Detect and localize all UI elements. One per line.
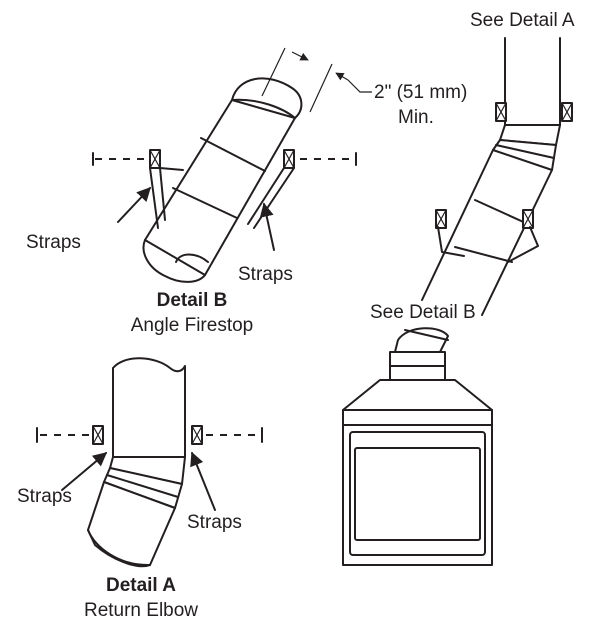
firestop-block-a-right bbox=[191, 425, 203, 445]
return-elbow bbox=[87, 456, 186, 568]
detail-b-drawing bbox=[92, 47, 372, 283]
clearance-dimension bbox=[261, 47, 372, 113]
angled-pipe bbox=[142, 77, 303, 283]
straps-arrow-a-right bbox=[190, 451, 216, 511]
firestop-block-right bbox=[283, 149, 295, 169]
clearance-min-label: Min. bbox=[398, 107, 434, 128]
firestop-block-a-left bbox=[92, 425, 104, 445]
fireplace-window bbox=[354, 447, 481, 541]
firestop-block-mid-right bbox=[522, 209, 534, 229]
clearance-label: 2" (51 mm) bbox=[374, 82, 467, 103]
strap-left bbox=[149, 167, 184, 229]
detail-a-drawing bbox=[36, 357, 263, 568]
straps-arrow-a-left bbox=[61, 452, 108, 491]
straps-label-a-right: Straps bbox=[187, 512, 242, 533]
firestop-block-left bbox=[149, 149, 161, 169]
detail-b-title: Detail B bbox=[157, 290, 228, 311]
straps-arrow-b-right bbox=[259, 202, 275, 251]
lower-elbow bbox=[394, 327, 449, 353]
firestop-block-upper-right bbox=[561, 102, 573, 122]
firestop-block-upper-left bbox=[495, 102, 507, 122]
strap-right bbox=[247, 167, 295, 229]
detail-b-subtitle: Angle Firestop bbox=[131, 315, 254, 336]
straps-label-a-left: Straps bbox=[17, 486, 72, 507]
detail-a-title: Detail A bbox=[106, 575, 176, 596]
fireplace-appliance bbox=[342, 379, 493, 566]
firestop-block-mid-left bbox=[435, 209, 447, 229]
strap-mid-right bbox=[507, 226, 539, 263]
detail-a-pipe bbox=[112, 357, 186, 458]
straps-label-b-right: Straps bbox=[238, 264, 293, 285]
see-detail-b-label: See Detail B bbox=[370, 302, 476, 323]
upper-elbow-section bbox=[492, 139, 557, 171]
detail-a-subtitle: Return Elbow bbox=[84, 600, 198, 621]
straps-label-b-left: Straps bbox=[26, 232, 81, 253]
see-detail-a-label: See Detail A bbox=[470, 10, 575, 31]
straps-arrow-b-left bbox=[117, 186, 151, 223]
installation-drawing bbox=[342, 37, 573, 566]
diagonal-pipe bbox=[421, 149, 553, 316]
strap-mid-left bbox=[437, 226, 465, 257]
